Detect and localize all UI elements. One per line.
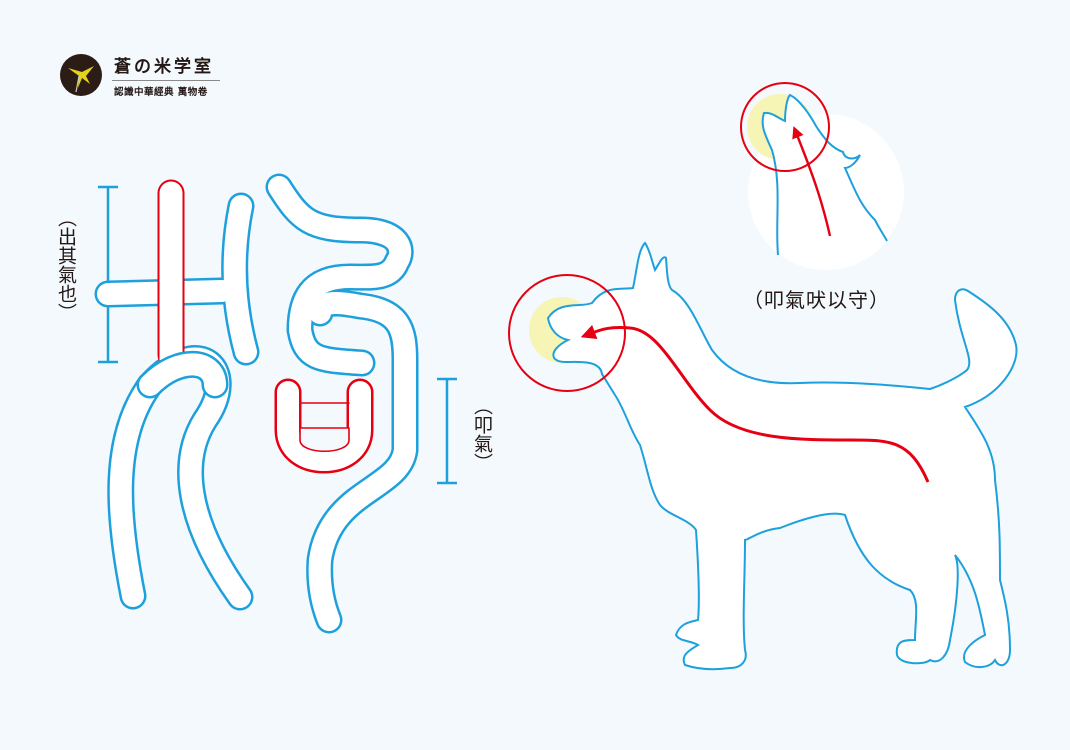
howling-dog-inset — [740, 82, 904, 270]
dimension-bar-lower — [437, 377, 457, 485]
dimension-bar-upper — [98, 185, 118, 364]
logo-subtitle: 認識中華經典 萬物卷 — [114, 87, 208, 98]
label-chu-qi-qi-ye: （出其氣也） — [55, 208, 77, 322]
logo: 蒼の米学室 認識中華經典 萬物卷 — [60, 52, 220, 98]
large-dog — [508, 241, 1018, 671]
howling-dog-caption: （叩氣吠以守） — [743, 288, 890, 312]
bird-emblem-icon — [60, 54, 102, 96]
logo-title: 蒼の米学室 — [112, 52, 220, 81]
mouth-focus-circle — [508, 274, 626, 392]
seal-glyph — [94, 173, 419, 634]
qi-flow-arrow — [580, 324, 930, 483]
label-kou-qi: （叩氣） — [471, 396, 493, 472]
dog-outline — [546, 241, 1018, 671]
